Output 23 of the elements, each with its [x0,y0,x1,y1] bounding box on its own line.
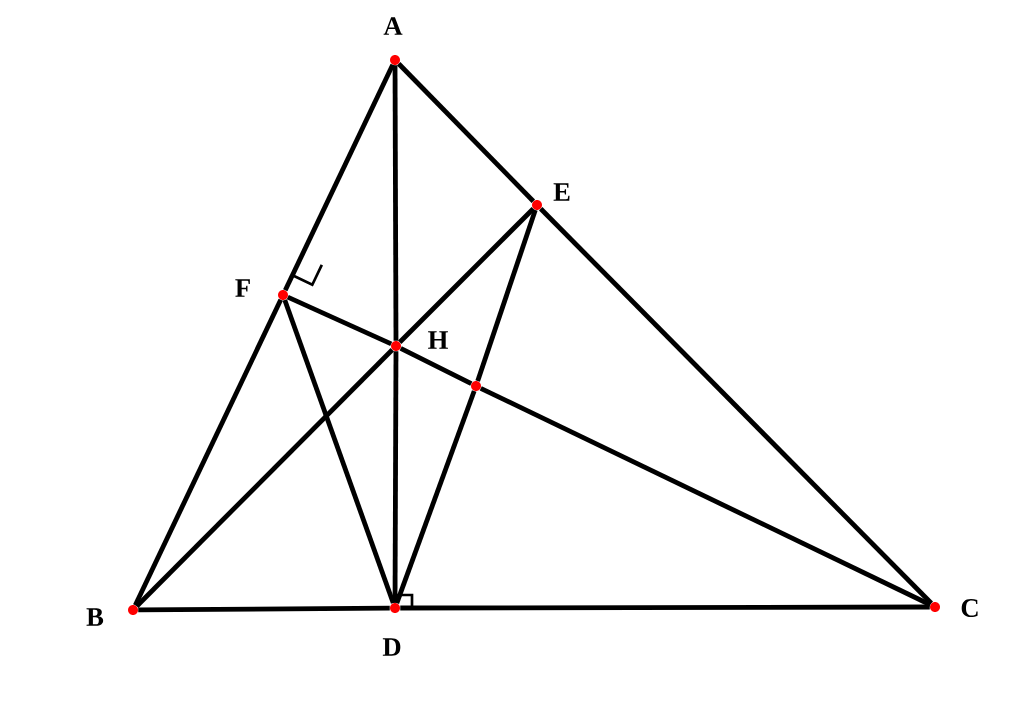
line-segment [392,65,399,341]
point-label: B [86,608,104,626]
point-label: A [383,17,403,35]
line-segment [138,605,390,613]
line-segment [398,207,535,344]
line-segment [396,62,536,203]
point-label: E [553,183,570,201]
line-segment [399,346,473,386]
line-segment [392,351,399,603]
point-label: C [961,599,978,617]
line-segment [479,386,932,607]
line-segment [286,295,393,347]
line-segment [135,348,394,608]
point-label: H [428,331,448,349]
line-segment [394,390,477,604]
line-segment [133,298,283,607]
point-label: D [382,638,401,656]
line-segment [475,209,538,382]
line-segment [282,299,396,604]
line-segment [539,207,933,605]
point-label: F [235,279,250,297]
line-segment [283,63,395,292]
line-segment [400,604,930,611]
